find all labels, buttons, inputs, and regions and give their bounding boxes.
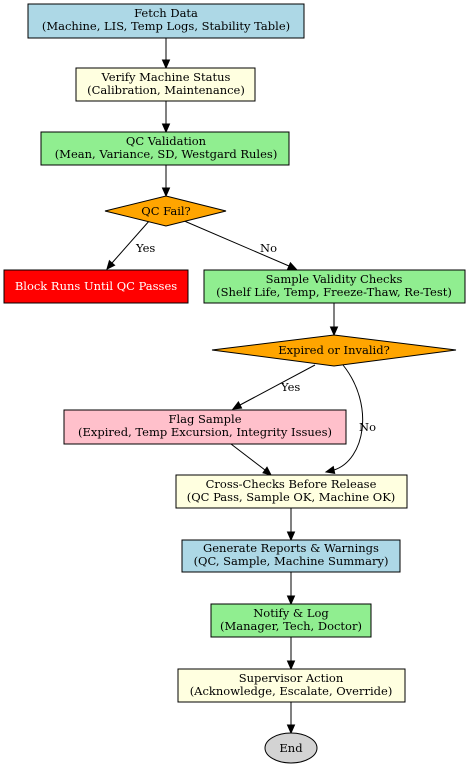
node-supervisor-action: Supervisor Action (Acknowledge, Escalate… [177, 668, 406, 703]
qc-validation-title: QC Validation [126, 134, 207, 148]
edge-label-qc-no: No [260, 241, 277, 255]
node-notify-log: Notify & Log (Manager, Tech, Doctor) [210, 603, 372, 638]
node-flag-sample: Flag Sample (Expired, Temp Excursion, In… [63, 409, 347, 445]
edge-qc-fail-block [106, 219, 151, 270]
edge-verify-qc-validation [161, 101, 171, 134]
flag-sample-title: Flag Sample [168, 412, 241, 426]
fetch-data-title: Fetch Data [134, 6, 198, 20]
supervisor-action-title: Supervisor Action [239, 671, 344, 685]
cross-checks-title: Cross-Checks Before Release [206, 477, 377, 491]
verify-machine-status-title: Verify Machine Status [101, 70, 231, 84]
expired-invalid-label: Expired or Invalid? [278, 343, 390, 357]
node-sample-validity-checks: Sample Validity Checks (Shelf Life, Temp… [203, 269, 466, 304]
sample-validity-detail: (Shelf Life, Temp, Freeze-Thaw, Re-Test) [216, 285, 452, 299]
edge-label-exp-no: No [359, 420, 376, 434]
supervisor-action-detail: (Acknowledge, Escalate, Override) [190, 684, 393, 698]
edge-supervisor-end [286, 702, 296, 735]
edge-expired-flag [231, 364, 316, 410]
sample-validity-title: Sample Validity Checks [266, 272, 403, 286]
edges [106, 38, 364, 735]
node-fetch-data: Fetch Data (Machine, LIS, Temp Logs, Sta… [27, 3, 305, 39]
end-label: End [279, 741, 303, 755]
qc-validation-detail: (Mean, Variance, SD, Westgard Rules) [55, 147, 278, 161]
edge-labels: Yes No Yes No [135, 241, 376, 434]
node-expired-invalid-decision: Expired or Invalid? [211, 334, 457, 367]
edge-label-qc-yes: Yes [135, 241, 155, 255]
generate-reports-detail: (QC, Sample, Machine Summary) [194, 554, 389, 568]
edge-notify-supervisor [286, 637, 296, 671]
flag-sample-detail: (Expired, Temp Excursion, Integrity Issu… [78, 425, 332, 439]
edge-sample-validity-expired [329, 303, 339, 337]
fetch-data-detail: (Machine, LIS, Temp Logs, Stability Tabl… [42, 19, 290, 33]
node-cross-checks: Cross-Checks Before Release (QC Pass, Sa… [175, 474, 408, 509]
edge-label-exp-yes: Yes [280, 380, 300, 394]
node-end: End [264, 732, 318, 764]
notify-log-detail: (Manager, Tech, Doctor) [220, 619, 362, 633]
node-block-runs: Block Runs Until QC Passes [3, 269, 189, 304]
notify-log-title: Notify & Log [253, 606, 329, 620]
edge-expired-cross-checks [324, 364, 364, 475]
edge-qc-validation-qc-fail [161, 165, 171, 198]
node-qc-fail-decision: QC Fail? [104, 195, 227, 227]
edge-qc-fail-sample-validity [181, 219, 299, 271]
node-qc-validation: QC Validation (Mean, Variance, SD, Westg… [40, 131, 290, 166]
block-runs-label: Block Runs Until QC Passes [15, 279, 177, 293]
qc-fail-label: QC Fail? [141, 204, 190, 218]
generate-reports-title: Generate Reports & Warnings [203, 541, 379, 555]
edge-flag-cross-checks [230, 443, 272, 476]
verify-machine-status-detail: (Calibration, Maintenance) [87, 83, 245, 97]
edge-fetch-verify [161, 38, 171, 70]
node-generate-reports: Generate Reports & Warnings (QC, Sample,… [181, 539, 401, 573]
edge-cross-checks-reports [286, 508, 296, 542]
cross-checks-detail: (QC Pass, Sample OK, Machine OK) [187, 490, 396, 504]
node-verify-machine-status: Verify Machine Status (Calibration, Main… [75, 67, 256, 102]
edge-reports-notify [286, 572, 296, 606]
